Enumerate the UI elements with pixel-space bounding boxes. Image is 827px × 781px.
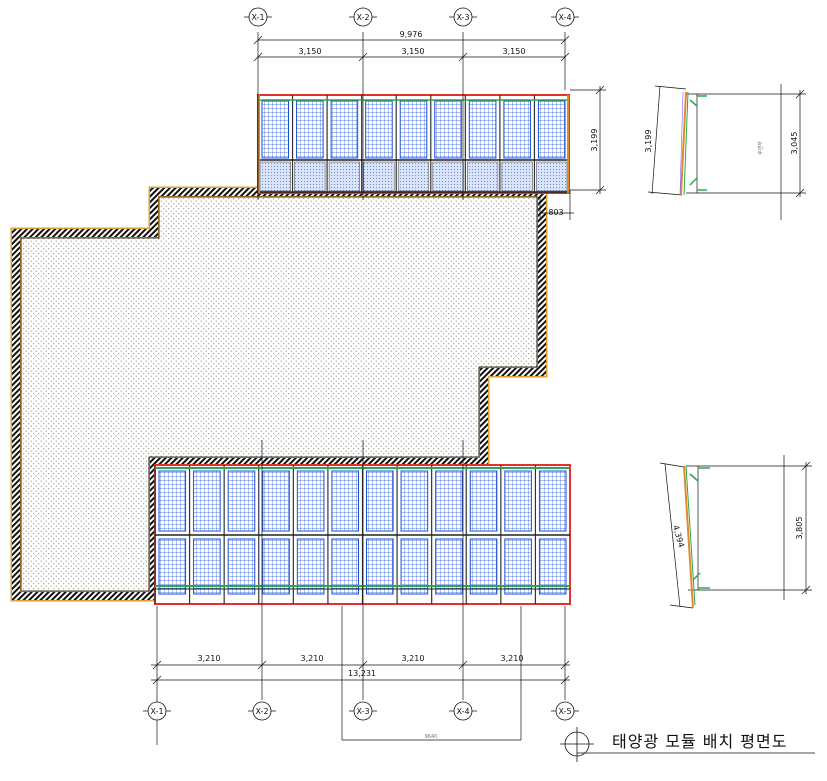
bottom-module-upper — [366, 470, 394, 532]
bottom-module-upper — [331, 470, 359, 532]
bottom-module-lower — [158, 538, 187, 595]
bottom-module-lower — [296, 538, 325, 595]
top-module — [330, 100, 359, 159]
top-grid-bubble-1: X-1 — [244, 7, 272, 27]
bottom-module-lower — [400, 538, 429, 595]
bottom-grid-bubble-5: X-5 — [551, 701, 579, 721]
bottom-grid-bubble-4: X-4 — [449, 701, 477, 721]
top-overhang: 803 — [548, 208, 563, 217]
section-top-slope: 3,199 — [644, 130, 653, 153]
bottom-grid-bubble-3: X-3 — [349, 701, 377, 721]
top-depth: 3,199 — [590, 129, 599, 152]
top-module — [503, 100, 531, 159]
bottom-module-lower — [469, 538, 498, 595]
top-total-width: 9,976 — [400, 30, 423, 39]
top-module-lower — [259, 161, 291, 192]
svg-text:X-4: X-4 — [558, 13, 571, 22]
top-module-lower — [294, 161, 326, 192]
bottom-dimension-lines — [151, 440, 570, 745]
bottom-module-upper — [227, 470, 256, 532]
top-module-lower — [536, 161, 568, 192]
section-view-bottom — [659, 455, 812, 609]
svg-text:X-4: X-4 — [456, 707, 469, 716]
svg-text:X-2: X-2 — [255, 707, 268, 716]
bottom-module-upper — [158, 470, 187, 532]
bottom-module-upper — [469, 470, 498, 532]
top-module — [537, 100, 566, 159]
top-segment-1: 3,150 — [299, 47, 322, 56]
top-segment-2: 3,150 — [402, 47, 425, 56]
bottom-module-upper — [435, 470, 463, 532]
top-module — [365, 100, 393, 159]
svg-text:X-1: X-1 — [251, 13, 264, 22]
bottom-module-upper — [538, 470, 567, 532]
top-module-lower — [397, 161, 430, 192]
top-module — [434, 100, 462, 159]
top-dimension-lines — [253, 32, 606, 220]
drawing-title: 태양광 모듈 배치 평면도 — [612, 732, 787, 751]
svg-text:X-5: X-5 — [558, 707, 571, 716]
bottom-segment-3: 3,210 — [402, 654, 425, 663]
bottom-module-upper — [296, 470, 325, 532]
top-grid-bubble-2: X-2 — [349, 7, 377, 27]
top-grid-bubble-3: X-3 — [449, 7, 477, 27]
bottom-grid-bubble-2: X-2 — [248, 701, 276, 721]
top-module — [399, 100, 428, 159]
bottom-module-upper — [504, 470, 532, 532]
top-module-lower — [501, 161, 533, 192]
bottom-module-upper — [262, 470, 290, 532]
top-grid-bubble-4: X-4 — [551, 7, 579, 27]
bottom-solar-array — [154, 464, 571, 605]
svg-text:X-2: X-2 — [356, 13, 369, 22]
top-module-lower — [363, 161, 395, 192]
top-segment-3: 3,150 — [503, 47, 526, 56]
top-module-lower — [328, 161, 360, 192]
svg-text:X-1: X-1 — [150, 707, 163, 716]
bottom-module-lower — [227, 538, 256, 595]
bottom-module-lower — [262, 538, 290, 595]
bottom-segment-1: 3,210 — [198, 654, 221, 663]
bottom-module-lower — [366, 538, 394, 595]
bottom-module-lower — [538, 538, 567, 595]
top-module — [468, 100, 497, 159]
section-view-top — [647, 84, 806, 220]
bottom-grid-bubble-1: X-1 — [143, 701, 171, 721]
top-module — [261, 100, 290, 159]
bottom-segment-4: 3,210 — [501, 654, 524, 663]
section-top-height: 3,045 — [790, 132, 799, 155]
bottom-module-lower — [193, 538, 221, 595]
bottom-small-note: 9640 — [425, 734, 438, 740]
top-module — [296, 100, 324, 159]
top-solar-array — [257, 94, 570, 194]
bottom-module-upper — [400, 470, 429, 532]
bottom-module-lower — [435, 538, 463, 595]
bottom-segment-2: 3,210 — [301, 654, 324, 663]
svg-text:X-3: X-3 — [356, 707, 369, 716]
top-module-lower — [432, 161, 464, 192]
svg-text:X-3: X-3 — [456, 13, 469, 22]
section-top-note: 후면부 — [757, 141, 764, 155]
title-block: 태양광 모듈 배치 평면도 — [560, 727, 815, 762]
bottom-module-lower — [504, 538, 532, 595]
bottom-module-lower — [331, 538, 359, 595]
section-bottom-height: 3,805 — [795, 517, 804, 540]
bottom-total-width: 13,231 — [348, 669, 376, 678]
top-module-lower — [467, 161, 499, 192]
bottom-module-upper — [193, 470, 221, 532]
